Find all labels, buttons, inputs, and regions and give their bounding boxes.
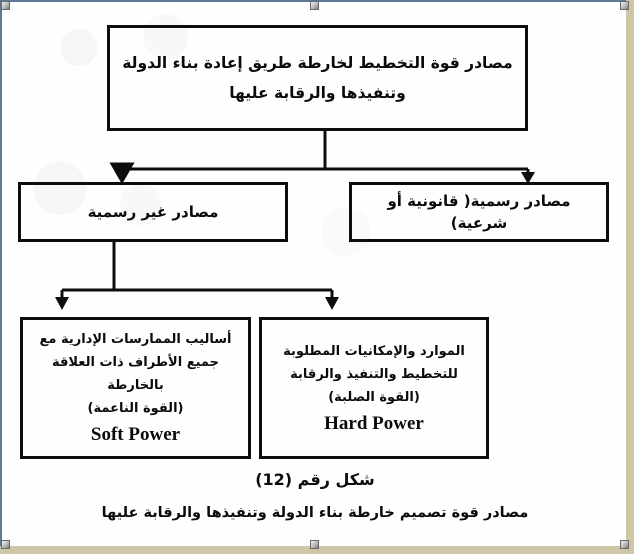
selection-handle-bottom-middle[interactable] <box>310 540 319 549</box>
box-planning-power-sources: مصادر قوة التخطيط لخارطة طريق إعادة بناء… <box>107 25 528 131</box>
box-formal-label: مصادر رسمية( قانونية أو شرعية) <box>387 192 571 232</box>
box-soft-english-label: Soft Power <box>90 424 181 445</box>
box-top-line2: وتنفيذها والرقابة عليها <box>229 84 406 102</box>
box-hard-line3: (القوة الصلبة) <box>328 389 420 405</box>
connector-informal-to-level3 <box>55 242 339 310</box>
box-soft-power: أساليب الممارسات الإدارية مع جميع الأطرا… <box>20 317 251 459</box>
figure-number: شكل رقم (12) <box>255 470 375 489</box>
connector-root-to-level2 <box>109 131 535 184</box>
box-soft-line2: جميع الأطراف ذات العلاقة بالخارطة <box>51 355 219 393</box>
box-formal-sources: مصادر رسمية( قانونية أو شرعية) <box>349 182 609 242</box>
box-soft-line3: (القوة الناعمة) <box>87 401 184 416</box>
box-hard-english-label: Hard Power <box>324 412 424 434</box>
box-top-line1: مصادر قوة التخطيط لخارطة طريق إعادة بناء… <box>122 54 513 72</box>
figure-caption: شكل رقم (12) مصادر قوة تصميم خارطة بناء … <box>4 470 626 521</box>
selection-handle-bottom-left[interactable] <box>1 540 10 549</box>
figure-title: مصادر قوة تصميم خارطة بناء الدولة وتنفيذ… <box>101 505 529 521</box>
selection-handle-bottom-right[interactable] <box>620 540 629 549</box>
scanned-figure-canvas: مصادر قوة التخطيط لخارطة طريق إعادة بناء… <box>4 4 626 546</box>
box-hard-line1: الموارد والإمكانيات المطلوبة <box>283 343 465 359</box>
selection-handle-top-left[interactable] <box>1 1 10 10</box>
box-hard-power: الموارد والإمكانيات المطلوبة للتخطيط وال… <box>259 317 489 459</box>
box-soft-line1: أساليب الممارسات الإدارية مع <box>39 332 232 347</box>
selection-handle-top-right[interactable] <box>620 1 629 10</box>
box-hard-line2: للتخطيط والتنفيذ والرقابة <box>290 366 458 382</box>
box-informal-label: مصادر غير رسمية <box>87 203 219 221</box>
selection-handle-top-middle[interactable] <box>310 1 319 10</box>
box-informal-sources: مصادر غير رسمية <box>18 182 288 242</box>
